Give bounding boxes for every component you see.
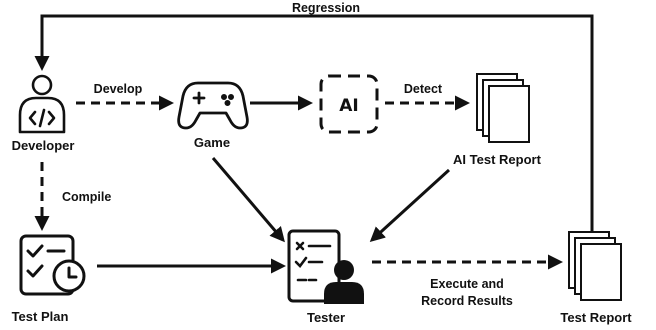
ai-test-report-label: AI Test Report <box>453 152 542 167</box>
ai-label: AI <box>339 96 358 116</box>
game-label: Game <box>194 135 230 150</box>
execute-label-line2: Record Results <box>421 294 513 308</box>
test-plan-node: Test Plan <box>12 234 86 324</box>
regression-arrow <box>34 14 594 238</box>
ai-chip-icon <box>319 74 379 134</box>
tester-node: Tester <box>287 229 364 325</box>
report-to-tester-arrow <box>369 168 451 243</box>
tester-label: Tester <box>307 310 345 325</box>
game-node: Game <box>177 81 249 150</box>
developer-node: Developer <box>12 74 75 153</box>
execute-label-line1: Execute and <box>430 277 504 291</box>
game-to-tester-arrow <box>211 157 285 243</box>
regression-label: Regression <box>292 1 360 15</box>
test-plan-label: Test Plan <box>12 309 69 324</box>
document-stack-icon <box>476 73 530 143</box>
checklist-clock-icon <box>19 234 86 296</box>
tester-checklist-icon <box>287 229 364 304</box>
developer-label: Developer <box>12 138 75 153</box>
ai-test-report-node: AI Test Report <box>453 73 542 167</box>
compile-label: Compile <box>62 190 111 204</box>
gamepad-icon <box>177 81 249 130</box>
document-stack-icon <box>568 231 622 301</box>
detect-label: Detect <box>404 82 443 96</box>
develop-label: Develop <box>94 82 143 96</box>
test-report-node: Test Report <box>560 231 632 325</box>
ai-node: AI <box>319 74 379 134</box>
test-report-label: Test Report <box>560 310 632 325</box>
developer-code-icon <box>18 74 66 134</box>
